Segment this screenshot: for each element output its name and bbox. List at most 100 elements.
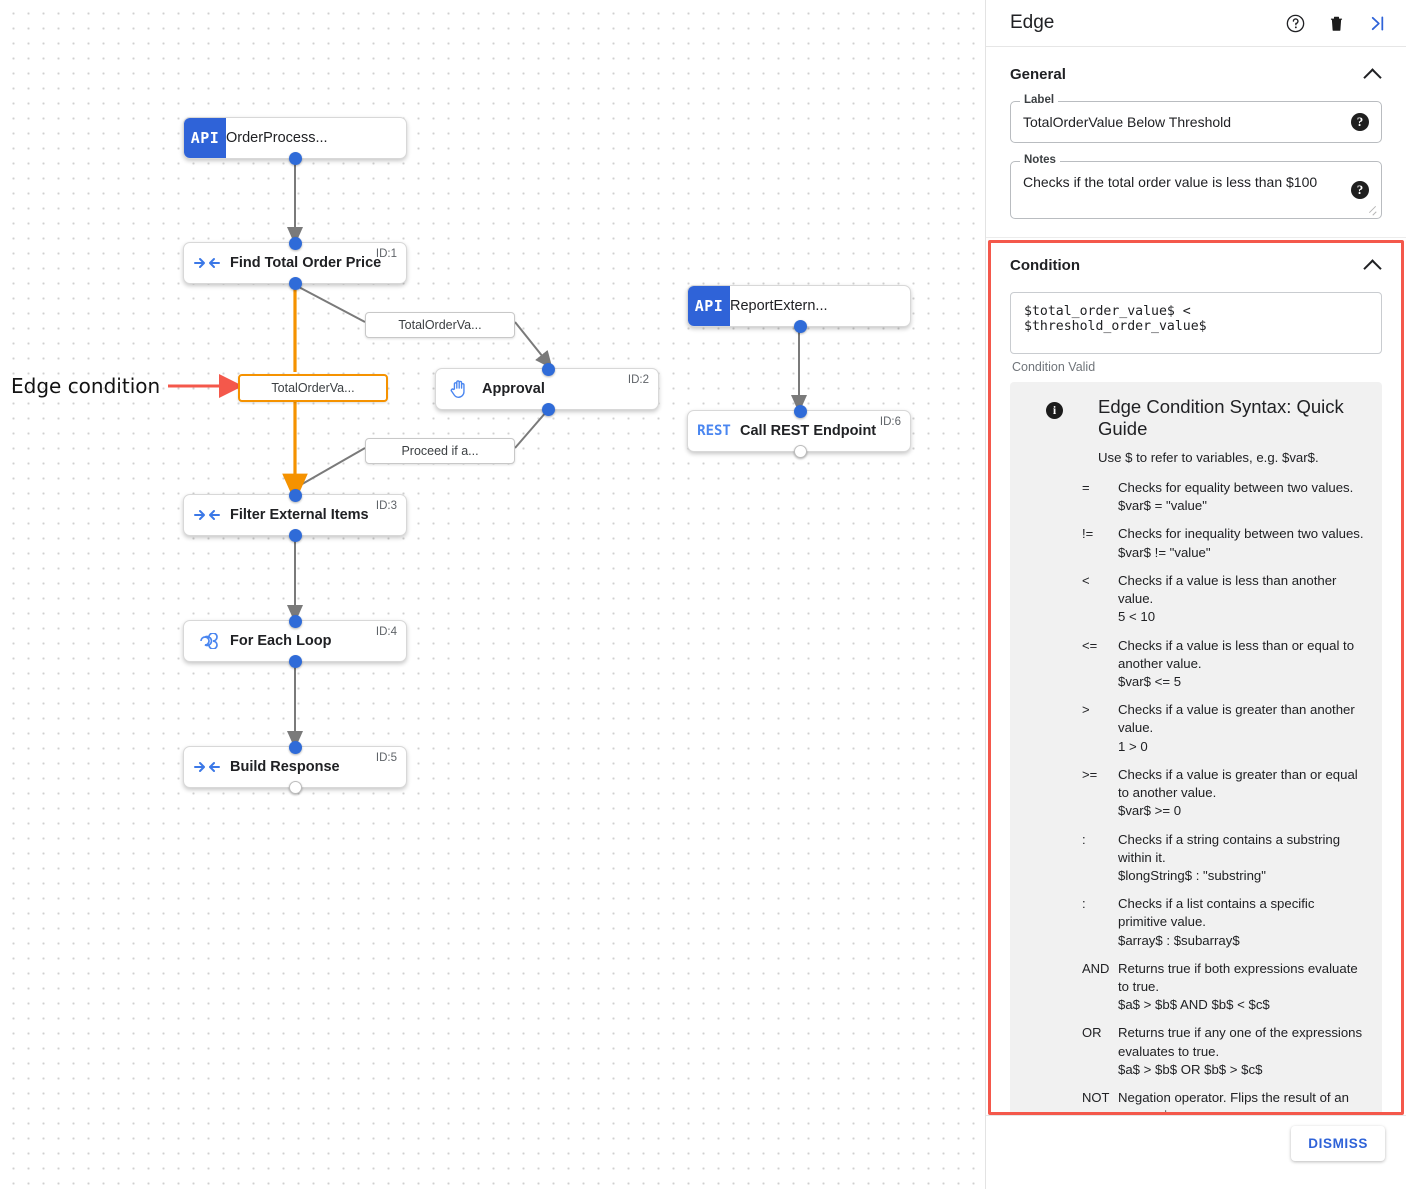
node-order-process[interactable]: API OrderProcess... xyxy=(183,117,407,165)
operator-example: $var$ = "value" xyxy=(1118,498,1207,514)
operator-list: = Checks for equality between two values.… xyxy=(1026,479,1366,1144)
rest-badge: REST xyxy=(697,423,731,439)
converge-arrows-icon xyxy=(184,255,230,271)
operator-row: <Checks if a value is less than another … xyxy=(1026,572,1366,627)
panel-body: General Label TotalOrderValue Below Thre… xyxy=(986,47,1406,1189)
label-field[interactable]: Label TotalOrderValue Below Threshold ? xyxy=(1010,94,1382,143)
operator-body: Returns true if any one of the expressio… xyxy=(1118,1024,1366,1079)
node-build-response[interactable]: Build Response ID:5 xyxy=(183,740,407,794)
node-input-port[interactable] xyxy=(288,488,302,502)
node-label: Approval xyxy=(482,381,545,397)
operator-symbol: : xyxy=(1082,896,1086,912)
operator-description: Checks if a value is less than another v… xyxy=(1118,572,1337,607)
chevron-up-icon[interactable] xyxy=(1364,65,1382,83)
edge-connections xyxy=(168,160,807,749)
general-heading: General xyxy=(1010,65,1066,83)
node-input-port[interactable] xyxy=(288,236,302,250)
node-output-port[interactable] xyxy=(288,276,302,290)
label-field-legend: Label xyxy=(1020,94,1059,106)
operator-description: Checks if a value is greater than or equ… xyxy=(1118,766,1358,801)
operator-row: = Checks for equality between two values.… xyxy=(1026,479,1366,515)
node-output-port[interactable] xyxy=(288,151,302,165)
node-input-port[interactable] xyxy=(793,404,807,418)
node-input-port[interactable] xyxy=(541,362,555,376)
operator-symbol: AND xyxy=(1082,960,1110,976)
node-for-each-loop[interactable]: For Each Loop ID:4 xyxy=(183,614,407,668)
node-output-port[interactable] xyxy=(288,528,302,542)
operator-body: Checks for inequality between two values… xyxy=(1118,525,1366,561)
syntax-guide-intro: Use $ to refer to variables, e.g. $var$. xyxy=(1098,450,1319,465)
operator-symbol: = xyxy=(1082,480,1090,495)
node-output-port[interactable] xyxy=(288,654,302,668)
notes-field[interactable]: Notes Checks if the total order value is… xyxy=(1010,154,1382,219)
operator-example: $var$ >= 0 xyxy=(1118,803,1182,819)
node-output-port[interactable] xyxy=(288,780,302,794)
node-output-port[interactable] xyxy=(793,319,807,333)
condition-section-header[interactable]: Condition xyxy=(1010,238,1382,292)
operator-body: Checks for equality between two values. $… xyxy=(1118,479,1366,515)
converge-arrows-icon xyxy=(184,759,230,775)
general-section-header[interactable]: General xyxy=(1010,47,1382,101)
help-circle-icon[interactable] xyxy=(1285,13,1306,34)
operator-example: $a$ > $b$ AND $b$ < $c$ xyxy=(1118,997,1270,1013)
operator-description: Checks if a string contains a substring … xyxy=(1118,831,1341,865)
node-label: For Each Loop xyxy=(230,633,332,649)
panel-header: Edge xyxy=(986,0,1406,47)
converge-arrows-icon xyxy=(184,507,230,523)
node-approval[interactable]: Approval ID:2 xyxy=(435,362,659,416)
condition-section: Condition $total_order_value$ < $thresho… xyxy=(986,237,1406,1174)
node-call-rest-endpoint[interactable]: REST Call REST Endpoint ID:6 xyxy=(687,404,911,458)
operator-row: != Checks for inequality between two valu… xyxy=(1026,525,1366,561)
node-label: ReportExtern... xyxy=(730,298,828,314)
node-label: Build Response xyxy=(230,759,340,775)
operator-example: $array$ : $subarray$ xyxy=(1118,932,1240,948)
dismiss-button[interactable]: DISMISS xyxy=(1291,1126,1385,1161)
label-help-icon[interactable]: ? xyxy=(1351,113,1369,131)
node-id: ID:5 xyxy=(375,752,397,764)
notes-field-value[interactable]: Checks if the total order value is less … xyxy=(1023,174,1318,190)
edge-label-total-order-value-upper[interactable]: TotalOrderVa... xyxy=(365,312,515,338)
operator-row: :Checks if a string contains a substring… xyxy=(1026,831,1366,886)
trash-icon[interactable] xyxy=(1327,13,1346,34)
edge-label-total-order-value-selected[interactable]: TotalOrderVa... xyxy=(238,374,388,402)
operator-symbol: != xyxy=(1082,526,1094,542)
operator-description: Checks if a value is greater than anothe… xyxy=(1118,702,1355,736)
label-field-value[interactable]: TotalOrderValue Below Threshold xyxy=(1023,114,1232,130)
operator-body: Returns true if both expressions evaluat… xyxy=(1118,960,1366,1015)
workflow-canvas[interactable]: Edge condition API OrderProcess... Find … xyxy=(0,0,985,1189)
node-input-port[interactable] xyxy=(288,740,302,754)
node-id: ID:4 xyxy=(375,626,397,638)
syntax-guide-title: Edge Condition Syntax: Quick Guide xyxy=(1098,396,1344,439)
node-input-port[interactable] xyxy=(288,614,302,628)
operator-symbol: > xyxy=(1082,702,1090,718)
hand-icon xyxy=(436,378,482,400)
collapse-right-icon[interactable] xyxy=(1367,13,1388,34)
resize-handle-icon[interactable] xyxy=(1367,205,1377,215)
operator-example: $longString$ : "substring" xyxy=(1118,867,1266,883)
node-filter-external-items[interactable]: Filter External Items ID:3 xyxy=(183,488,407,542)
operator-description: Returns true if any one of the expressio… xyxy=(1118,1025,1363,1059)
edge-label-proceed-if-approved[interactable]: Proceed if a... xyxy=(365,438,515,464)
operator-description: Checks for inequality between two values… xyxy=(1118,526,1364,542)
infinity-icon xyxy=(184,633,230,649)
operator-example: $a$ > $b$ OR $b$ > $c$ xyxy=(1118,1061,1263,1077)
operator-example: 1 > 0 xyxy=(1118,738,1148,754)
operator-row: >= Checks if a value is greater than or e… xyxy=(1026,766,1366,821)
node-output-port[interactable] xyxy=(541,402,555,416)
node-output-port[interactable] xyxy=(793,444,807,458)
condition-expression-input[interactable]: $total_order_value$ < $threshold_order_v… xyxy=(1010,292,1382,354)
node-id: ID:1 xyxy=(375,248,397,260)
operator-row: AND Returns true if both expressions eval… xyxy=(1026,960,1366,1015)
node-find-total-order-price[interactable]: Find Total Order Price ID:1 xyxy=(183,236,407,290)
annotation-label: Edge condition xyxy=(11,374,161,398)
node-report-external[interactable]: API ReportExtern... xyxy=(687,285,911,333)
notes-help-icon[interactable]: ? xyxy=(1351,181,1369,199)
operator-symbol: >= xyxy=(1082,766,1098,782)
operator-body: Checks if a value is greater than anothe… xyxy=(1118,701,1366,756)
operator-description: Checks for equality between two values. xyxy=(1118,480,1354,495)
chevron-up-icon[interactable] xyxy=(1364,256,1382,274)
operator-example: $var$ != "value" xyxy=(1118,544,1211,560)
operator-example: 5 < 10 xyxy=(1118,609,1156,625)
operator-body: Checks if a string contains a substring … xyxy=(1118,831,1366,886)
